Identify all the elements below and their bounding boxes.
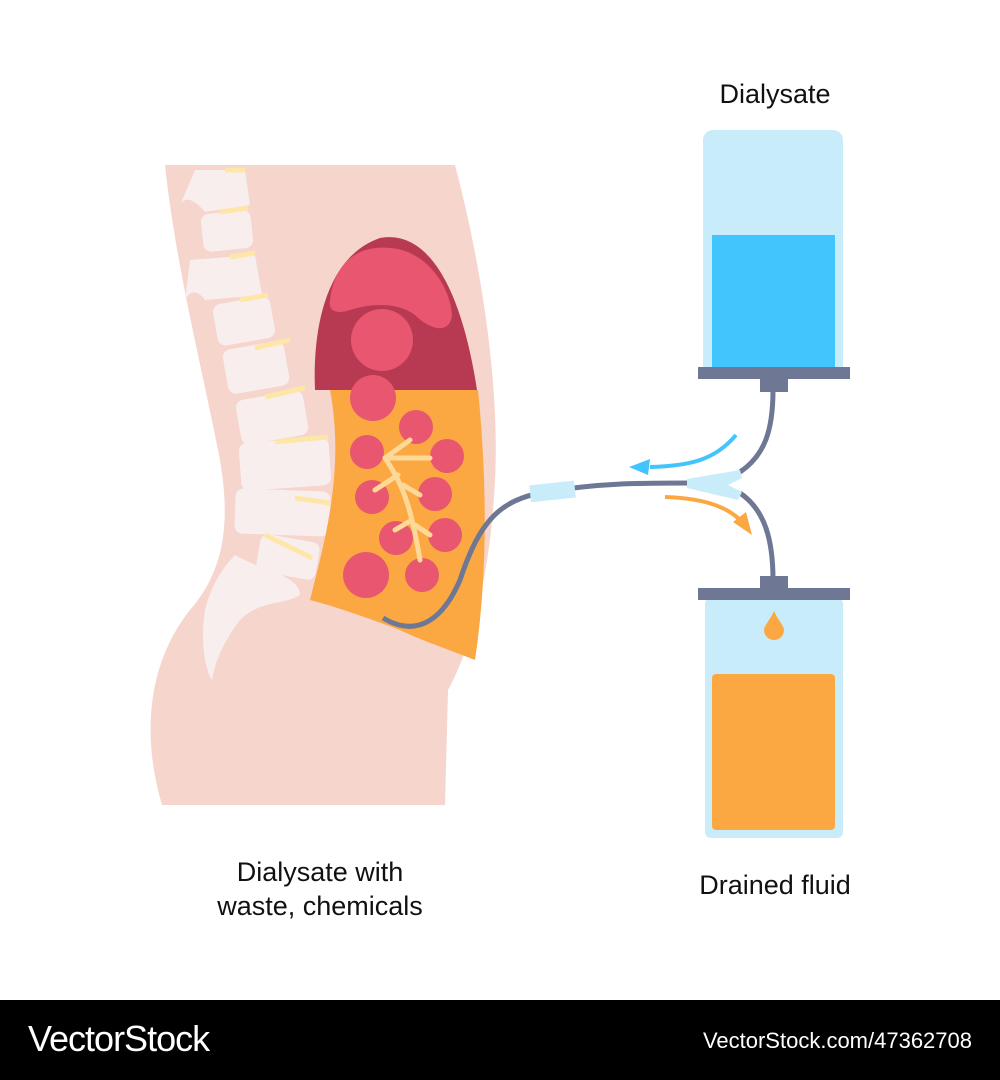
tube-to-drain-bag	[738, 490, 776, 581]
drop-icon	[764, 611, 784, 640]
label-drained-fluid: Drained fluid	[699, 870, 851, 900]
inflow-arrow	[649, 433, 738, 469]
catheter-tube	[381, 480, 691, 629]
label-abdomen-line1: Dialysate with	[236, 857, 404, 887]
label-abdomen: Dialysate with waste, chemicals	[160, 855, 480, 923]
y-connector	[687, 470, 742, 500]
catheter-connector	[529, 480, 576, 503]
watermark-id: VectorStock.com/47362708	[702, 1028, 972, 1053]
dialysate-fluid	[712, 235, 835, 370]
outflow-arrow	[664, 495, 742, 522]
drain-bag-port	[760, 576, 788, 590]
inflow-arrowhead	[629, 459, 650, 475]
stomach	[329, 247, 452, 329]
dialysate-bag-cap	[698, 367, 850, 379]
label-abdomen-line2: waste, chemicals	[217, 891, 423, 921]
peritoneal-dialysis-diagram	[150, 130, 850, 838]
mesentery	[372, 437, 433, 563]
tube-to-dialysate-bag	[738, 389, 776, 475]
dialysate-bag-port	[760, 378, 788, 392]
outflow-arrowhead	[733, 512, 752, 535]
intestines	[343, 309, 464, 598]
watermark-bar: VectorStock VectorStock.com/47362708	[0, 1000, 1000, 1080]
watermark-brand: VectorStock	[28, 1018, 210, 1059]
drain-bag-cap	[698, 588, 850, 600]
label-dialysate: Dialysate	[719, 79, 831, 109]
spinal-discs	[219, 167, 331, 561]
drained-fluid	[712, 674, 835, 830]
spine	[180, 170, 332, 680]
